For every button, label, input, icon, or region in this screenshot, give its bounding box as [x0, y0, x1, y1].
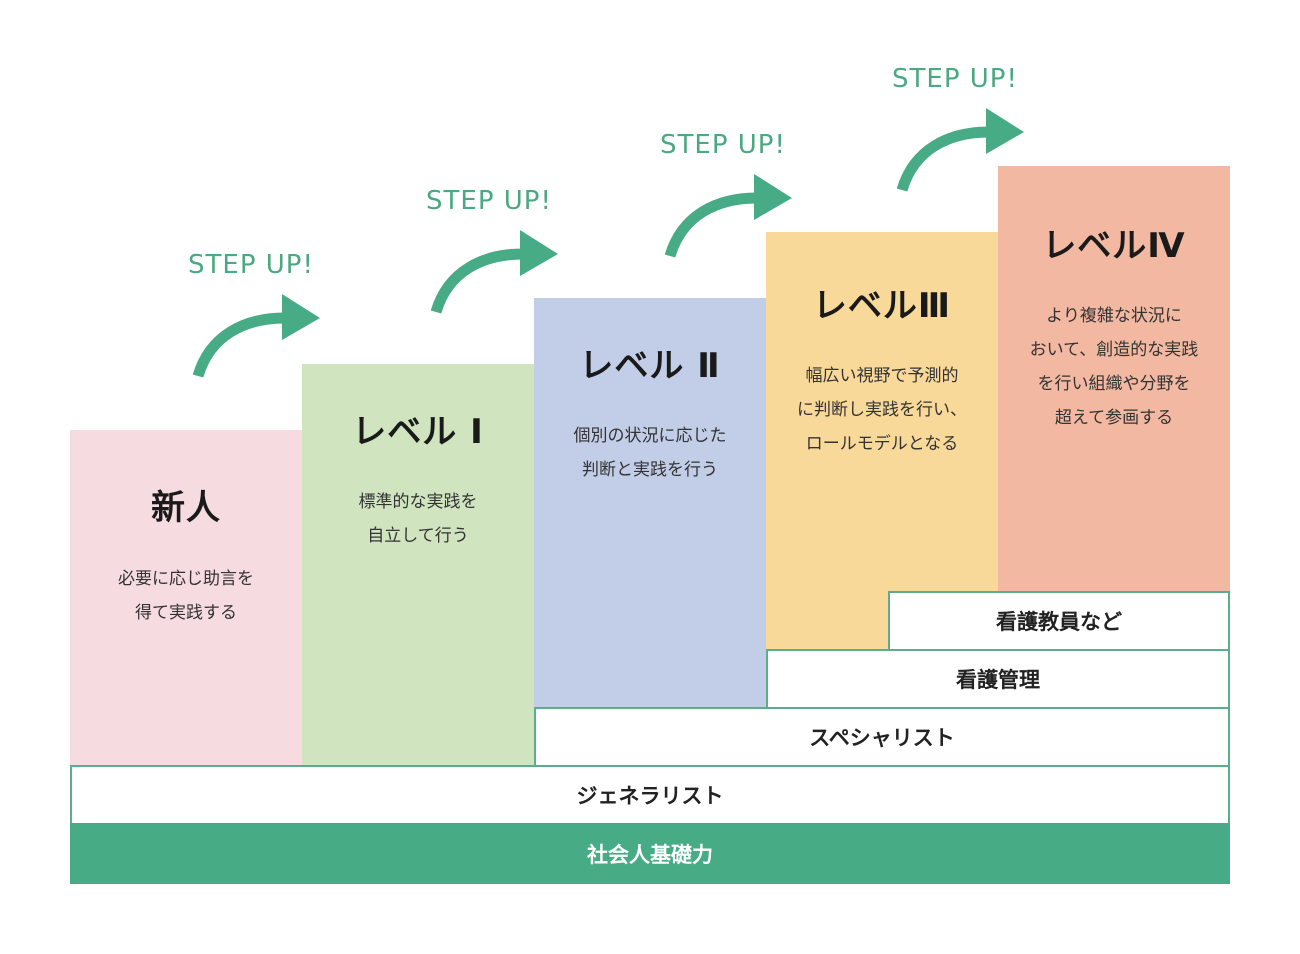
- step-up-label: STEP UP!: [426, 186, 552, 216]
- step-description: 標準的な実践を 自立して行う: [358, 492, 478, 546]
- tier-specialist: スペシャリスト: [534, 707, 1230, 767]
- step-title: レベルⅣ: [1042, 226, 1186, 266]
- step-level-3: レベルⅢ 幅広い視野で予測的 に判断し実践を行い、 ロールモデルとなる: [766, 232, 998, 649]
- step-description: 個別の状況に応じた 判断と実践を行う: [573, 426, 727, 480]
- step-description: より複雑な状況に おいて、創造的な実践 を行い組織や分野を 超えて参画する: [1029, 306, 1199, 428]
- step-up-label: STEP UP!: [660, 130, 786, 160]
- step-up-label: STEP UP!: [892, 64, 1018, 94]
- step-description: 必要に応じ助言を 得て実践する: [118, 569, 254, 623]
- step-title: 新人: [151, 488, 221, 528]
- step-title: レベル Ⅱ: [579, 346, 721, 386]
- step-level-4: レベルⅣ より複雑な状況に おいて、創造的な実践 を行い組織や分野を 超えて参画…: [998, 166, 1230, 591]
- curved-arrow-icon: [896, 108, 1024, 192]
- step-title: レベル Ⅰ: [352, 412, 484, 452]
- step-title: レベルⅢ: [812, 286, 952, 326]
- step-up-label: STEP UP!: [188, 250, 314, 280]
- step-newcomer: 新人 必要に応じ助言を 得て実践する: [70, 430, 302, 765]
- tier-nursing-educator: 看護教員など: [888, 591, 1230, 651]
- curved-arrow-icon: [192, 294, 320, 378]
- step-level-2: レベル Ⅱ 個別の状況に応じた 判断と実践を行う: [534, 298, 766, 707]
- step-level-1: レベル Ⅰ 標準的な実践を 自立して行う: [302, 364, 534, 765]
- tier-nursing-management: 看護管理: [766, 649, 1230, 709]
- curved-arrow-icon: [664, 174, 792, 258]
- tier-social-foundation: 社会人基礎力: [70, 823, 1230, 884]
- tier-generalist: ジェネラリスト: [70, 765, 1230, 825]
- step-description: 幅広い視野で予測的 に判断し実践を行い、 ロールモデルとなる: [797, 366, 967, 454]
- curved-arrow-icon: [430, 230, 558, 314]
